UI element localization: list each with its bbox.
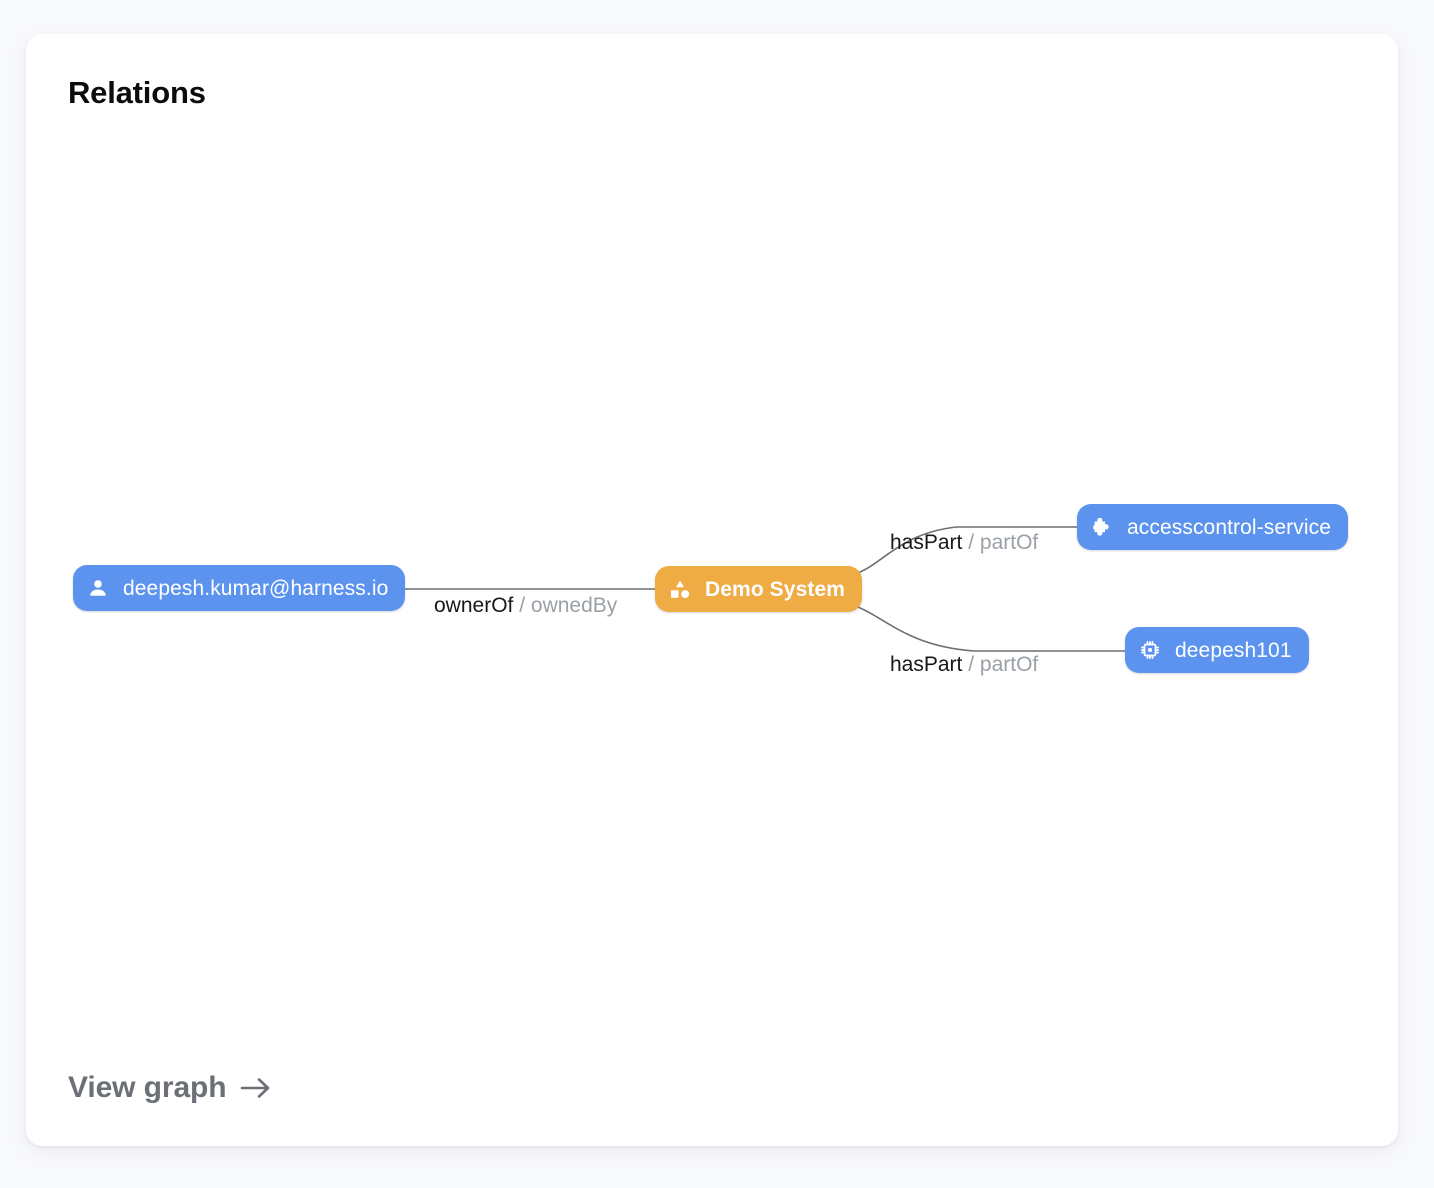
puzzle-piece-icon [1091, 516, 1113, 538]
graph-node-system[interactable]: Demo System [655, 566, 862, 612]
view-graph-link[interactable]: View graph [68, 1071, 273, 1105]
graph-node-label: Demo System [705, 577, 845, 601]
edge-label-forward: hasPart [890, 653, 963, 676]
graph-node-label: accesscontrol-service [1127, 515, 1331, 539]
edge-label-reverse: ownedBy [530, 594, 618, 617]
edge-label-separator: / [519, 594, 526, 617]
graph-node-label: deepesh.kumar@harness.io [123, 576, 389, 600]
view-graph-label: View graph [68, 1071, 227, 1104]
system-shapes-icon [669, 578, 691, 600]
edge-label-haspart-component: hasPart / partOf [890, 532, 1038, 553]
edge-label-separator: / [968, 531, 975, 554]
edge-label-reverse: partOf [979, 653, 1039, 676]
relations-card: Relations ownerOf / ownedBy hasPart / pa [26, 34, 1398, 1146]
edge-label-ownerof: ownerOf / ownedBy [434, 595, 617, 616]
relations-graph[interactable]: ownerOf / ownedBy hasPart / partOf hasPa… [26, 34, 1398, 1146]
edge-label-forward: ownerOf [434, 594, 514, 617]
person-icon [87, 577, 109, 599]
edge-haspart2-path [854, 605, 1125, 652]
edge-label-reverse: partOf [979, 531, 1039, 554]
graph-node-resource[interactable]: deepesh101 [1125, 627, 1309, 673]
edge-label-forward: hasPart [890, 531, 963, 554]
graph-node-label: deepesh101 [1175, 638, 1292, 662]
arrow-right-icon [239, 1073, 273, 1103]
cpu-chip-icon [1139, 639, 1161, 661]
edge-label-separator: / [968, 653, 975, 676]
edge-label-haspart-resource: hasPart / partOf [890, 654, 1038, 675]
graph-node-user[interactable]: deepesh.kumar@harness.io [73, 565, 406, 611]
page-title: Relations [68, 75, 206, 110]
graph-node-component[interactable]: accesscontrol-service [1077, 504, 1348, 550]
